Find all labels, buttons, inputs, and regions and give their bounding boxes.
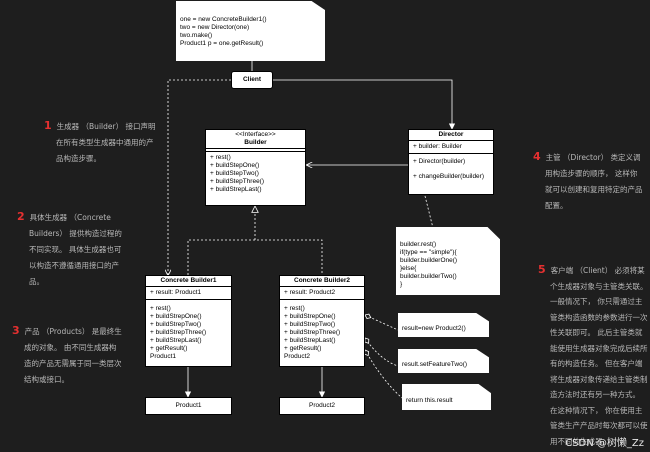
watermark: CSDN @树懒_Zz xyxy=(565,438,644,449)
method: Product1 xyxy=(150,353,177,360)
class-name: Product2 xyxy=(308,402,336,409)
concrete-builder1-class[interactable]: Concrete Builder1 + result: Product1 + r… xyxy=(145,275,232,367)
concrete-builder2-class[interactable]: Concrete Builder2 + result: Product2 + r… xyxy=(279,275,365,367)
code-line: } xyxy=(400,281,403,288)
code-line: builder.builderTwo() xyxy=(400,273,457,280)
product2-class[interactable]: Product2 xyxy=(279,397,365,415)
code-line: two = new Director(one) xyxy=(180,24,250,31)
client-node[interactable]: Client xyxy=(231,71,273,89)
code-line: }else{ xyxy=(400,265,417,272)
method: + buildStrepOne() xyxy=(150,313,202,320)
method: Product2 xyxy=(284,353,311,360)
method: + buildStrepLast() xyxy=(210,186,262,193)
director-class[interactable]: Director + builder: Builder + Director(b… xyxy=(408,129,494,195)
method: + buildStrepLast() xyxy=(284,337,336,344)
method: + buildStrepLast() xyxy=(150,337,202,344)
code-line: one = new ConcreteBuilder1() xyxy=(180,16,267,23)
method: + Director(builder) xyxy=(413,158,466,165)
method: + rest() xyxy=(150,305,171,312)
field: + result: Product1 xyxy=(150,289,202,296)
stereotype-label: <<Interface>> xyxy=(235,131,276,138)
method: + changeBuilder(builder) xyxy=(413,173,485,180)
builder-interface[interactable]: <<Interface>> Builder + rest() + buildSt… xyxy=(205,129,306,206)
method: + buildStrepTwo() xyxy=(150,321,202,328)
class-name: Concrete Builder1 xyxy=(146,276,231,287)
class-name: Product1 xyxy=(175,402,202,409)
code-line: builder.builderOne() xyxy=(400,257,458,264)
method: + getResult() xyxy=(284,345,322,352)
method: + buildStepTwo() xyxy=(210,170,259,177)
product1-class[interactable]: Product1 xyxy=(145,397,232,415)
set-feature-note: result.setFeatureTwo() xyxy=(398,349,489,373)
code-line: builder.rest() xyxy=(400,241,437,248)
class-name: Builder xyxy=(244,139,267,146)
field: + result: Product2 xyxy=(284,289,336,296)
director-code-note: builder.rest() if(type == "simple"){ bui… xyxy=(396,227,500,295)
code-line: two.make() xyxy=(180,32,213,39)
client-code-note: one = new ConcreteBuilder1() two = new D… xyxy=(176,1,325,61)
method: + buildStrepTwo() xyxy=(284,321,336,328)
class-name: Director xyxy=(409,130,493,141)
method: + buildStepThree() xyxy=(210,178,265,185)
method: + rest() xyxy=(210,154,231,161)
method: + rest() xyxy=(284,305,305,312)
field: + builder: Builder xyxy=(413,143,462,150)
class-name: Concrete Builder2 xyxy=(280,276,364,287)
method: + buildStrepThree() xyxy=(284,329,341,336)
result-new-note: result=new Product2() xyxy=(398,313,489,337)
code-line: Product1 p = one.getResult() xyxy=(180,40,264,47)
method: + buildStrepOne() xyxy=(284,313,336,320)
method: + buildStrepThree() xyxy=(150,329,207,336)
method: + buildStepOne() xyxy=(210,162,260,169)
return-result-note: return this.result xyxy=(402,384,491,410)
method: + getResult() xyxy=(150,345,188,352)
code-line: if(type == "simple"){ xyxy=(400,249,457,256)
